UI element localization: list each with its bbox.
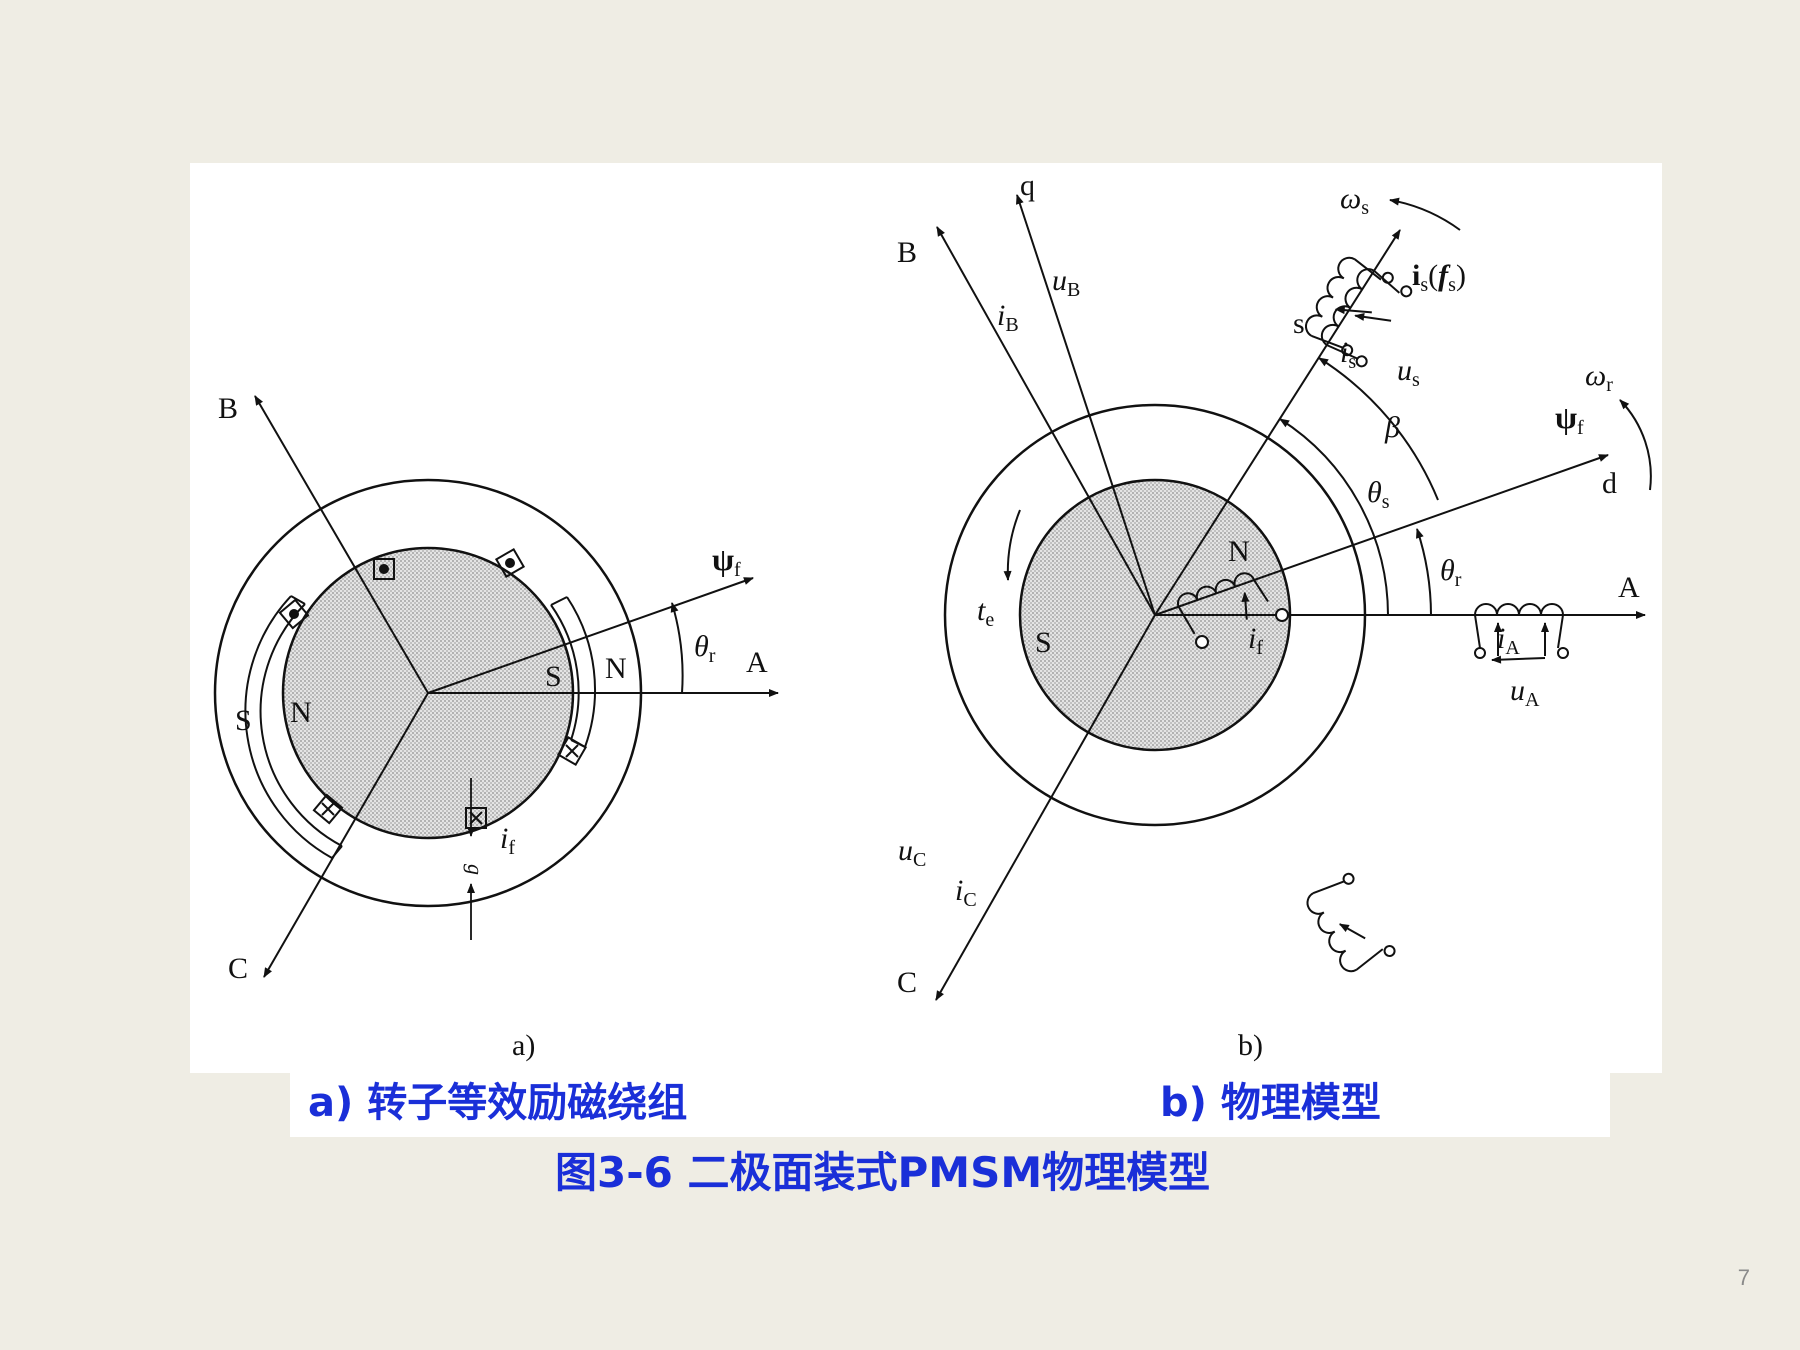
b-beta-arc — [1318, 357, 1439, 501]
coil-s — [1320, 268, 1413, 368]
b-u-a-label: uA — [1510, 674, 1540, 711]
diagram-a-labels: A B C ψf θr if g S N S N a) — [218, 392, 768, 1062]
b-theta-r-arc — [1416, 528, 1432, 616]
caption-a: a) 转子等效励磁绕组 — [308, 1080, 688, 1126]
conductor-dots — [278, 547, 526, 630]
diagram-b — [935, 194, 1652, 1001]
b-omega-r-label: ωr — [1585, 359, 1613, 396]
b-i-b-label: iB — [997, 299, 1019, 336]
b-torque-label: te — [977, 594, 994, 631]
b-i-c-label: iC — [955, 874, 977, 911]
caption-strip — [290, 1073, 1610, 1137]
b-sublabel: b) — [1238, 1029, 1263, 1062]
a-stator-n: N — [605, 652, 627, 685]
axis-b-line — [254, 395, 429, 694]
b-axis-c-label: C — [897, 966, 917, 999]
b-theta-s-label: θs — [1367, 476, 1390, 513]
b-theta-s-arc — [1279, 418, 1389, 616]
b-omega-r-arc — [1619, 399, 1652, 491]
conductor-crosses — [312, 735, 588, 829]
a-flux-label: ψf — [712, 541, 741, 581]
a-gap-label: g — [463, 864, 488, 875]
b-field-current-label: if — [1248, 622, 1263, 659]
a-sublabel: a) — [512, 1029, 535, 1062]
b-i-a-label: iA — [1497, 622, 1520, 659]
axis-c-line — [263, 692, 429, 978]
a-theta-r-label: θr — [694, 630, 716, 667]
a-stator-s: S — [235, 704, 252, 737]
b-axis-b-label: B — [897, 236, 917, 269]
b-theta-r-label: θr — [1440, 554, 1462, 591]
b-i-s-label: is — [1340, 336, 1356, 373]
b-winding-s-label: s — [1293, 307, 1305, 340]
a-axis-c-label: C — [228, 952, 248, 985]
a-current-label: if — [500, 822, 515, 859]
a-axis-a-label: A — [746, 646, 768, 679]
b-torque-arc — [1003, 509, 1021, 581]
b-axis-b-line — [936, 226, 1156, 616]
b-current-vector-label: is(fs) — [1412, 259, 1466, 296]
a-rotor-s: S — [545, 660, 562, 693]
b-psi-label: ψf — [1555, 399, 1584, 439]
b-rotor-s-label: S — [1035, 626, 1052, 659]
flux-vector-line — [427, 577, 754, 694]
b-omega-s-label: ωs — [1340, 182, 1369, 219]
theta-r-arc — [670, 602, 684, 694]
b-u-s-label: us — [1397, 354, 1420, 391]
a-axis-b-label: B — [218, 392, 238, 425]
rotor-field-coil — [1177, 572, 1269, 635]
b-u-c-label: uC — [898, 834, 926, 871]
b-axis-a-label: A — [1618, 571, 1640, 604]
field-winding-band — [259, 603, 343, 847]
coil-a — [1474, 603, 1569, 664]
caption-b: b) 物理模型 — [1160, 1080, 1381, 1126]
b-axis-q-line — [1016, 194, 1156, 616]
b-axis-d-line — [1154, 454, 1609, 616]
b-beta-label: β — [1384, 411, 1400, 444]
b-axis-c-line — [935, 614, 1156, 1001]
b-current-vector-line — [1154, 229, 1401, 616]
b-axis-d-label: d — [1602, 467, 1617, 500]
b-axis-q-label: q — [1020, 169, 1035, 202]
diagram-a — [213, 395, 779, 978]
b-u-b-label: uB — [1052, 264, 1080, 301]
coil-c — [1306, 872, 1396, 973]
b-rotor-n-label: N — [1228, 535, 1250, 568]
a-rotor-n: N — [290, 696, 312, 729]
diagram-b-labels: A B C q d ωs ωr is(fs) uB iB s is us ψf … — [897, 169, 1640, 1062]
figure-caption: 图3-6 二极面装式PMSM物理模型 — [555, 1148, 1211, 1197]
page-number: 7 — [1737, 1265, 1750, 1290]
b-omega-s-arc — [1389, 197, 1461, 231]
